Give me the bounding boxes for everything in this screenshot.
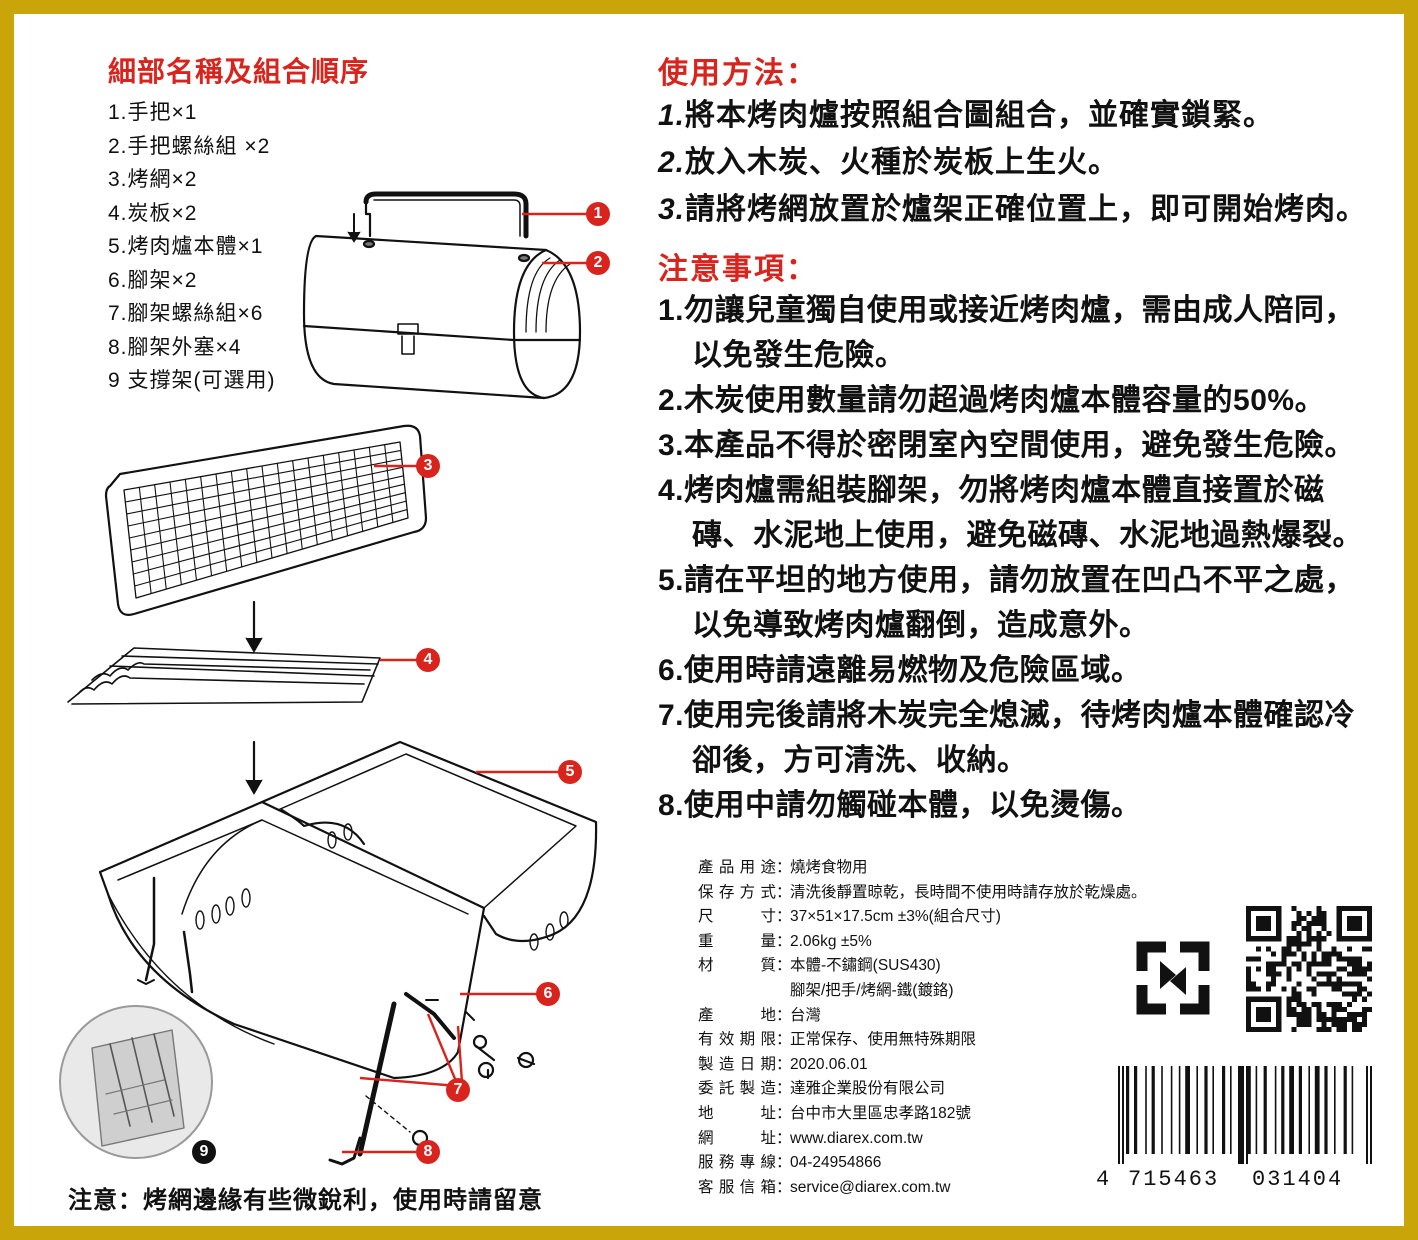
parts-list: 1.手把×1 2.手把螺絲組 ×2 3.烤網×2 4.炭板×2 5.烤肉爐本體×… <box>108 96 276 398</box>
parts-item: 3.烤網×2 <box>108 168 198 191</box>
assembly-diagram <box>59 191 598 1166</box>
callout-3: 3 <box>416 454 440 478</box>
usage-title: 使用方法： <box>658 57 818 90</box>
caution-line: 2.木炭使用數量請勿超過烤肉爐本體容量的50%。 <box>658 384 1326 417</box>
usage-steps: 1.將本烤肉爐按照組合圖組合，並確實鎖緊。 2.放入木炭、火種於炭板上生火。 3… <box>658 92 1367 233</box>
spec-storage: 保存方式：清洗後靜置晾乾，長時間不使用時請存放於乾燥處。 <box>698 883 1147 901</box>
callout-1: 1 <box>586 202 610 226</box>
spec-origin: 產地：台灣 <box>698 1006 822 1024</box>
caution-list: 1.勿讓兒童獨自使用或接近烤肉爐，需由成人陪同， 以免發生危險。 2.木炭使用數量… <box>658 288 1398 828</box>
recycle-icon <box>1136 941 1210 1015</box>
callout-8: 8 <box>416 1140 440 1164</box>
step-text: 請將烤網放置於爐架正確位置上，即可開始烤肉。 <box>685 193 1368 226</box>
spec-maker: 委託製造：達雅企業股份有限公司 <box>698 1080 946 1098</box>
callout-7: 7 <box>446 1078 470 1102</box>
callout-4: 4 <box>416 648 440 672</box>
barcode-digit-group: 031404 <box>1252 1167 1344 1192</box>
parts-item: 4.炭板×2 <box>108 201 198 225</box>
parts-item: 9 支撐架(可選用) <box>108 369 276 392</box>
closed-grill-illustration <box>302 191 582 400</box>
caution-line: 5.請在平坦的地方使用，請勿放置在凹凸不平之處， <box>658 564 1356 597</box>
caution-title: 注意事項： <box>658 253 818 286</box>
usage-step: 2.放入木炭、火種於炭板上生火。 <box>658 139 1367 186</box>
caution-line: 7.使用完後請將木炭完全熄滅，待烤肉爐本體確認冷 <box>658 699 1356 732</box>
caution-line: 磚、水泥地上使用，避免磁磚、水泥地過熱爆裂。 <box>692 519 1363 552</box>
usage-step: 1.將本烤肉爐按照組合圖組合，並確實鎖緊。 <box>658 92 1367 139</box>
caution-item: 2.木炭使用數量請勿超過烤肉爐本體容量的50%。 <box>658 378 1398 423</box>
spec-size: 尺寸：37×51×17.5cm ±3%(組合尺寸) <box>698 908 1001 926</box>
spec-email: 客服信箱：service@diarex.com.tw <box>698 1178 951 1196</box>
caution-item: 1.勿讓兒童獨自使用或接近烤肉爐，需由成人陪同， 以免發生危險。 <box>658 288 1398 378</box>
product-specs: 產品用途：燒烤食物用 保存方式：清洗後靜置晾乾，長時間不使用時請存放於乾燥處。 … <box>698 856 1147 1200</box>
callout-2: 2 <box>586 251 610 275</box>
parts-item: 7.腳架螺絲組×6 <box>108 302 264 325</box>
parts-title: 細部名稱及組合順序 <box>108 56 370 87</box>
spec-use: 產品用途：燒烤食物用 <box>698 859 868 876</box>
barcode-digit-group: 4 <box>1096 1167 1112 1192</box>
parts-item: 6.腳架×2 <box>108 268 198 292</box>
step-text: 放入木炭、火種於炭板上生火。 <box>685 146 1120 179</box>
barcode-digit-group: 715463 <box>1128 1167 1220 1192</box>
usage-step: 3.請將烤網放置於爐架正確位置上，即可開始烤肉。 <box>658 186 1367 233</box>
spec-mfg-date: 製造日期：2020.06.01 <box>698 1055 868 1073</box>
caution-line: 以免導致烤肉爐翻倒，造成意外。 <box>692 609 1150 642</box>
caution-item: 5.請在平坦的地方使用，請勿放置在凹凸不平之處， 以免導致烤肉爐翻倒，造成意外。 <box>658 558 1398 648</box>
caution-item: 3.本產品不得於密閉室內空間使用，避免發生危險。 <box>658 423 1398 468</box>
step-number: 2. <box>658 146 686 179</box>
qr-code <box>1246 906 1372 1032</box>
parts-item: 5.烤肉爐本體×1 <box>108 235 264 258</box>
spec-address: 地址：台中市大里區忠孝路182號 <box>698 1104 971 1122</box>
callout-5: 5 <box>558 760 582 784</box>
open-grill-illustration <box>98 740 598 1166</box>
spec-expiry: 有效期限：正常保存、使用無特殊期限 <box>698 1031 977 1049</box>
charcoal-plate-illustration <box>67 647 381 705</box>
caution-item: 8.使用中請勿觸碰本體，以免燙傷。 <box>658 783 1398 828</box>
step-number: 1. <box>658 99 686 132</box>
step-number: 3. <box>658 193 686 226</box>
spec-weight: 重量：2.06kg ±5% <box>698 932 872 950</box>
product-label: 細部名稱及組合順序 1.手把×1 2.手把螺絲組 ×2 3.烤網×2 4.炭板×… <box>14 14 1404 1226</box>
caution-line: 6.使用時請遠離易燃物及危險區域。 <box>658 654 1142 687</box>
step-text: 將本烤肉爐按照組合圖組合，並確實鎖緊。 <box>685 99 1275 132</box>
barcode <box>1118 1066 1372 1164</box>
spec-website: 網址：www.diarex.com.tw <box>698 1129 923 1147</box>
support-bracket-inset <box>59 1005 213 1159</box>
caution-item: 7.使用完後請將木炭完全熄滅，待烤肉爐本體確認冷卻後，方可清洗、收納。 <box>658 693 1398 783</box>
caution-item: 6.使用時請遠離易燃物及危險區域。 <box>658 648 1398 693</box>
parts-item: 2.手把螺絲組 ×2 <box>108 134 271 158</box>
caution-item: 4.烤肉爐需組裝腳架，勿將烤肉爐本體直接置於磁磚、水泥地上使用，避免磁磚、水泥地… <box>658 468 1398 558</box>
callout-6: 6 <box>536 982 560 1006</box>
spec-material: 材質：本體-不鏽鋼(SUS430) <box>698 957 941 975</box>
parts-item: 1.手把×1 <box>108 101 198 124</box>
grate-illustration <box>104 424 428 616</box>
caution-line: 4.烤肉爐需組裝腳架，勿將烤肉爐本體直接置於磁 <box>658 474 1325 507</box>
spec-phone: 服務專線：04-24954866 <box>698 1154 882 1172</box>
caution-line: 卻後，方可清洗、收納。 <box>692 744 1028 777</box>
caution-line: 以免發生危險。 <box>692 339 906 372</box>
spec-material-2: 腳架/把手/烤網-鐵(鍍鉻) <box>790 981 954 999</box>
caution-line: 8.使用中請勿觸碰本體，以免燙傷。 <box>658 789 1142 822</box>
caution-line: 1.勿讓兒童獨自使用或接近烤肉爐，需由成人陪同， <box>658 294 1356 327</box>
callout-9: 9 <box>192 1140 216 1164</box>
grate-edge-warning: 注意：烤網邊緣有些微銳利，使用時請留意 <box>68 1187 543 1214</box>
parts-item: 8.腳架外塞×4 <box>108 335 242 359</box>
caution-line: 3.本產品不得於密閉室內空間使用，避免發生危險。 <box>658 429 1356 462</box>
